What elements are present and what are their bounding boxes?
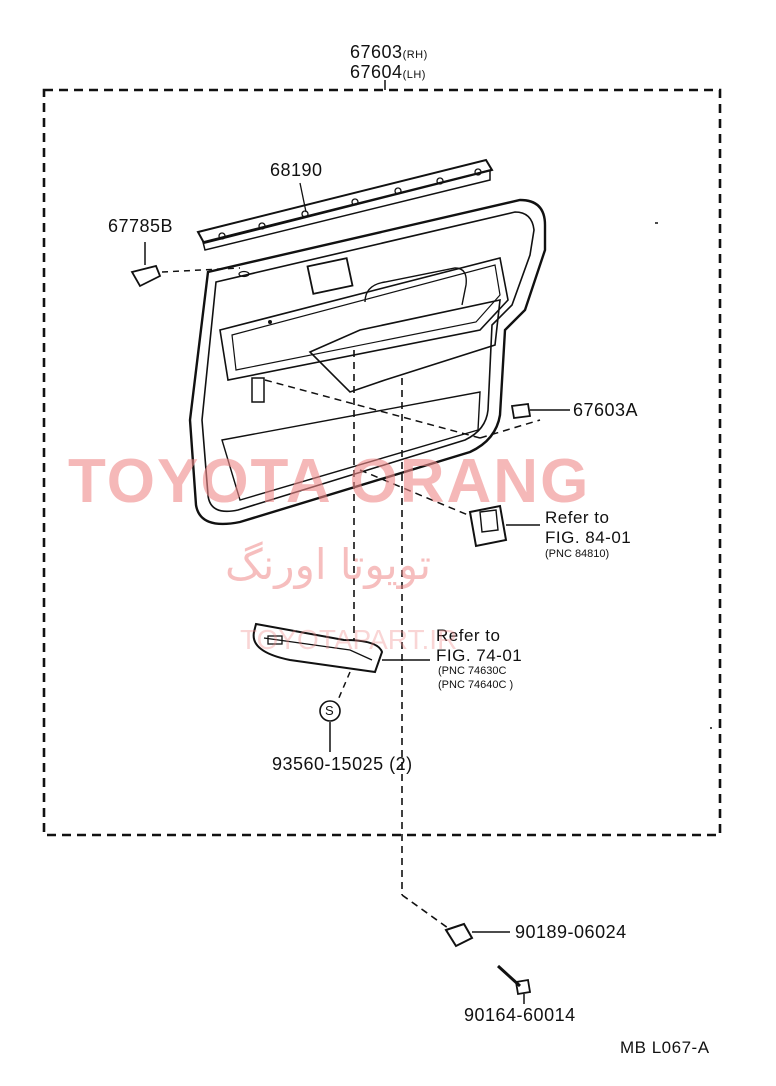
- door-trim-panel: [188, 198, 547, 526]
- weatherstrip-part: [196, 158, 494, 251]
- screw-symbol: S: [325, 703, 334, 718]
- retainer-part: [130, 242, 241, 288]
- armrest-pnc2-text: (PNC 74640C ): [438, 679, 514, 691]
- watermark-main: TOYOTA ORANG: [68, 447, 591, 516]
- armrest-fig-text: FIG. 74-01: [436, 646, 523, 665]
- screw-symbol-circle: [319, 700, 341, 722]
- armrest-part: [252, 622, 430, 701]
- armrest-refer-text: Refer to: [436, 626, 501, 645]
- switch-refer-text: Refer to: [545, 508, 610, 527]
- armrest-pnc1-text: (PNC 74630C: [438, 665, 507, 677]
- bolt-part: [496, 964, 532, 1004]
- clip-part: [264, 379, 570, 439]
- clip-label: 67603A: [573, 400, 639, 420]
- screw-label: 93560-15025 (2): [272, 754, 413, 774]
- window-switch-part: [359, 469, 540, 548]
- weatherstrip-label: 68190: [270, 160, 323, 180]
- switch-fig-text: FIG. 84-01: [545, 528, 632, 547]
- watermark-sub: TOYOTAPART.IR: [240, 624, 458, 655]
- assembly-lh-number: 67604: [350, 62, 403, 82]
- assembly-lh-suffix: (LH): [402, 69, 426, 81]
- watermark-arabic: تويوتا اورنگ: [225, 540, 432, 589]
- assembly-boundary: [42, 88, 722, 837]
- diagram-code: MB L067-A: [620, 1038, 710, 1057]
- assembly-rh-number: 67603: [350, 42, 403, 62]
- assembly-rh-suffix: (RH): [402, 49, 428, 61]
- bolt-label: 90164-60014: [464, 1005, 576, 1025]
- nut-part: [444, 922, 510, 948]
- switch-pnc-text: (PNC 84810): [545, 548, 610, 560]
- assembly-part-rh: 67603(RH): [350, 42, 428, 63]
- assembly-part-lh: 67604(LH): [350, 62, 426, 83]
- retainer-label: 67785B: [108, 216, 174, 236]
- nut-label: 90189-06024: [515, 922, 627, 942]
